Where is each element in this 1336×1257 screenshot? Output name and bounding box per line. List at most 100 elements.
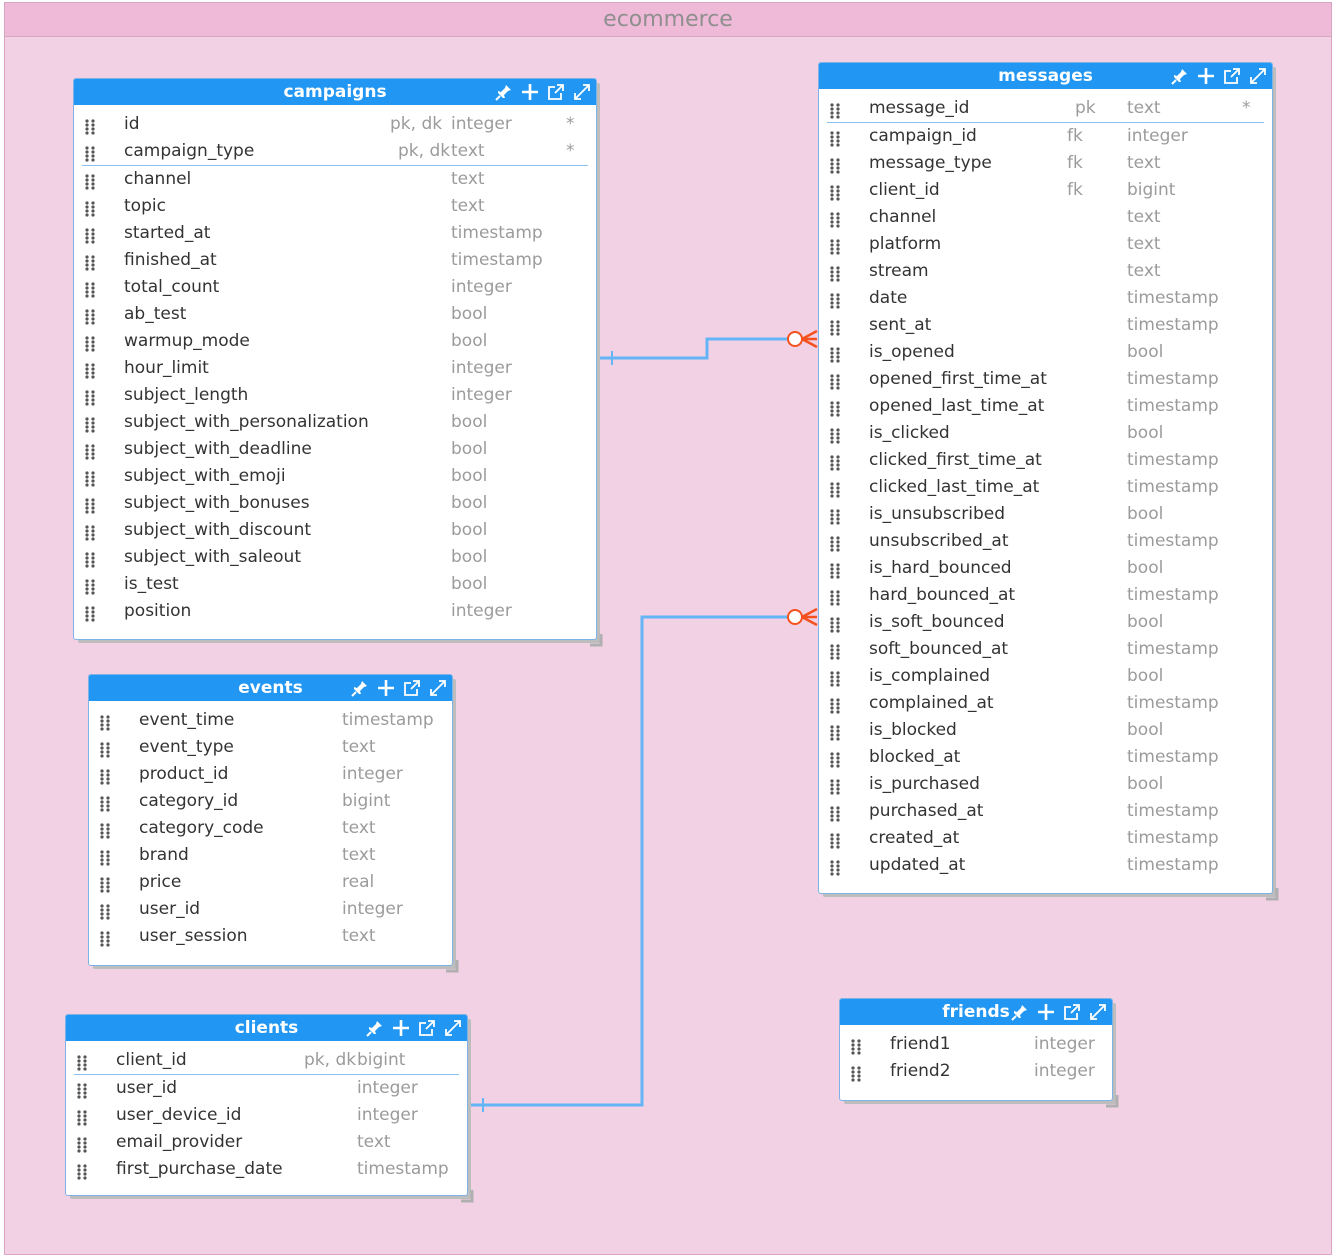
open-icon[interactable]	[417, 1018, 437, 1038]
drag-handle-icon[interactable]	[84, 577, 96, 595]
expand-icon[interactable]	[572, 82, 592, 102]
drag-handle-icon[interactable]	[850, 1037, 862, 1055]
drag-handle-icon[interactable]	[829, 615, 841, 633]
resize-handle[interactable]	[589, 632, 603, 647]
drag-handle-icon[interactable]	[99, 875, 111, 893]
drag-handle-icon[interactable]	[829, 264, 841, 282]
expand-icon[interactable]	[428, 678, 448, 698]
drag-handle-icon[interactable]	[829, 318, 841, 336]
drag-handle-icon[interactable]	[84, 415, 96, 433]
drag-handle-icon[interactable]	[84, 117, 96, 135]
drag-handle-icon[interactable]	[829, 426, 841, 444]
drag-handle-icon[interactable]	[829, 101, 841, 119]
add-icon[interactable]	[1196, 66, 1216, 86]
pin-icon[interactable]	[350, 678, 370, 698]
drag-handle-icon[interactable]	[84, 334, 96, 352]
drag-handle-icon[interactable]	[829, 399, 841, 417]
add-icon[interactable]	[1036, 1002, 1056, 1022]
open-icon[interactable]	[1062, 1002, 1082, 1022]
relation-clients-messages[interactable]	[469, 607, 818, 1112]
drag-handle-icon[interactable]	[829, 804, 841, 822]
drag-handle-icon[interactable]	[84, 253, 96, 271]
add-icon[interactable]	[391, 1018, 411, 1038]
drag-handle-icon[interactable]	[84, 604, 96, 622]
drag-handle-icon[interactable]	[829, 291, 841, 309]
drag-handle-icon[interactable]	[829, 588, 841, 606]
drag-handle-icon[interactable]	[99, 848, 111, 866]
drag-handle-icon[interactable]	[829, 534, 841, 552]
drag-handle-icon[interactable]	[99, 929, 111, 947]
drag-handle-icon[interactable]	[829, 183, 841, 201]
drag-handle-icon[interactable]	[84, 307, 96, 325]
drag-handle-icon[interactable]	[84, 523, 96, 541]
drag-handle-icon[interactable]	[829, 696, 841, 714]
drag-handle-icon[interactable]	[84, 496, 96, 514]
drag-handle-icon[interactable]	[829, 777, 841, 795]
drag-handle-icon[interactable]	[829, 831, 841, 849]
drag-handle-icon[interactable]	[84, 172, 96, 190]
drag-handle-icon[interactable]	[84, 550, 96, 568]
open-icon[interactable]	[1222, 66, 1242, 86]
pin-icon[interactable]	[1170, 66, 1190, 86]
drag-handle-icon[interactable]	[829, 723, 841, 741]
drag-handle-icon[interactable]	[829, 669, 841, 687]
drag-handle-icon[interactable]	[76, 1162, 88, 1180]
add-icon[interactable]	[520, 82, 540, 102]
drag-handle-icon[interactable]	[829, 237, 841, 255]
add-icon[interactable]	[376, 678, 396, 698]
drag-handle-icon[interactable]	[84, 199, 96, 217]
resize-handle[interactable]	[1265, 886, 1279, 901]
pin-icon[interactable]	[365, 1018, 385, 1038]
drag-handle-icon[interactable]	[84, 280, 96, 298]
drag-handle-icon[interactable]	[84, 144, 96, 162]
drag-handle-icon[interactable]	[850, 1064, 862, 1082]
table-header[interactable]: friends	[840, 999, 1112, 1025]
drag-handle-icon[interactable]	[76, 1135, 88, 1153]
drag-handle-icon[interactable]	[76, 1053, 88, 1071]
relation-campaigns-messages[interactable]	[598, 329, 818, 365]
drag-handle-icon[interactable]	[99, 767, 111, 785]
pin-icon[interactable]	[494, 82, 514, 102]
drag-handle-icon[interactable]	[829, 858, 841, 876]
drag-handle-icon[interactable]	[76, 1108, 88, 1126]
